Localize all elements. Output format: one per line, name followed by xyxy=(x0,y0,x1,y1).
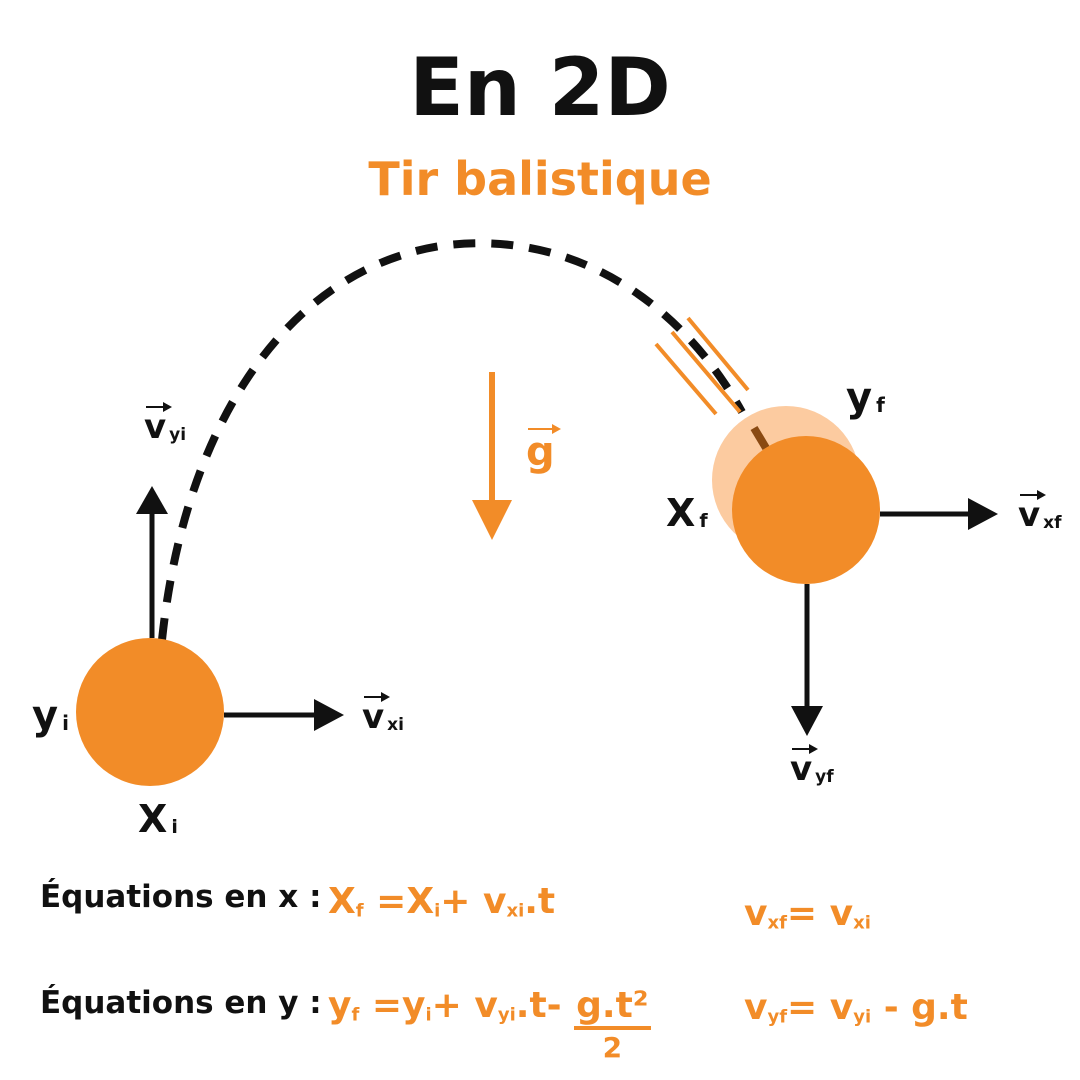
equation-y: yf =yi+ vyi.t- g.t² 2 xyxy=(328,985,651,1064)
equation-vy: vyf= vyi - g.t xyxy=(744,987,968,1028)
gravity-arrow xyxy=(472,372,512,540)
fraction: g.t² 2 xyxy=(574,985,651,1064)
equation-vx: vxf= vxi xyxy=(744,893,871,934)
page-subtitle: Tir balistique xyxy=(368,152,712,206)
motion-lines xyxy=(654,316,750,416)
initial-ball xyxy=(76,638,224,786)
equations-x-label: Équations en x : xyxy=(40,879,322,915)
vxi-arrow xyxy=(224,699,344,731)
final-ball xyxy=(732,436,880,584)
vxf-arrow xyxy=(880,498,998,530)
trajectory-path xyxy=(158,239,746,641)
equation-x: Xf =Xi+ vxi.t xyxy=(328,881,556,922)
g-label: g xyxy=(526,424,561,475)
vyi-arrow xyxy=(136,486,168,638)
trajectory-tail xyxy=(750,425,770,451)
equations-y-label: Équations en y : xyxy=(40,985,322,1021)
page-title: En 2D xyxy=(409,41,671,134)
vyf-arrow xyxy=(791,584,823,736)
